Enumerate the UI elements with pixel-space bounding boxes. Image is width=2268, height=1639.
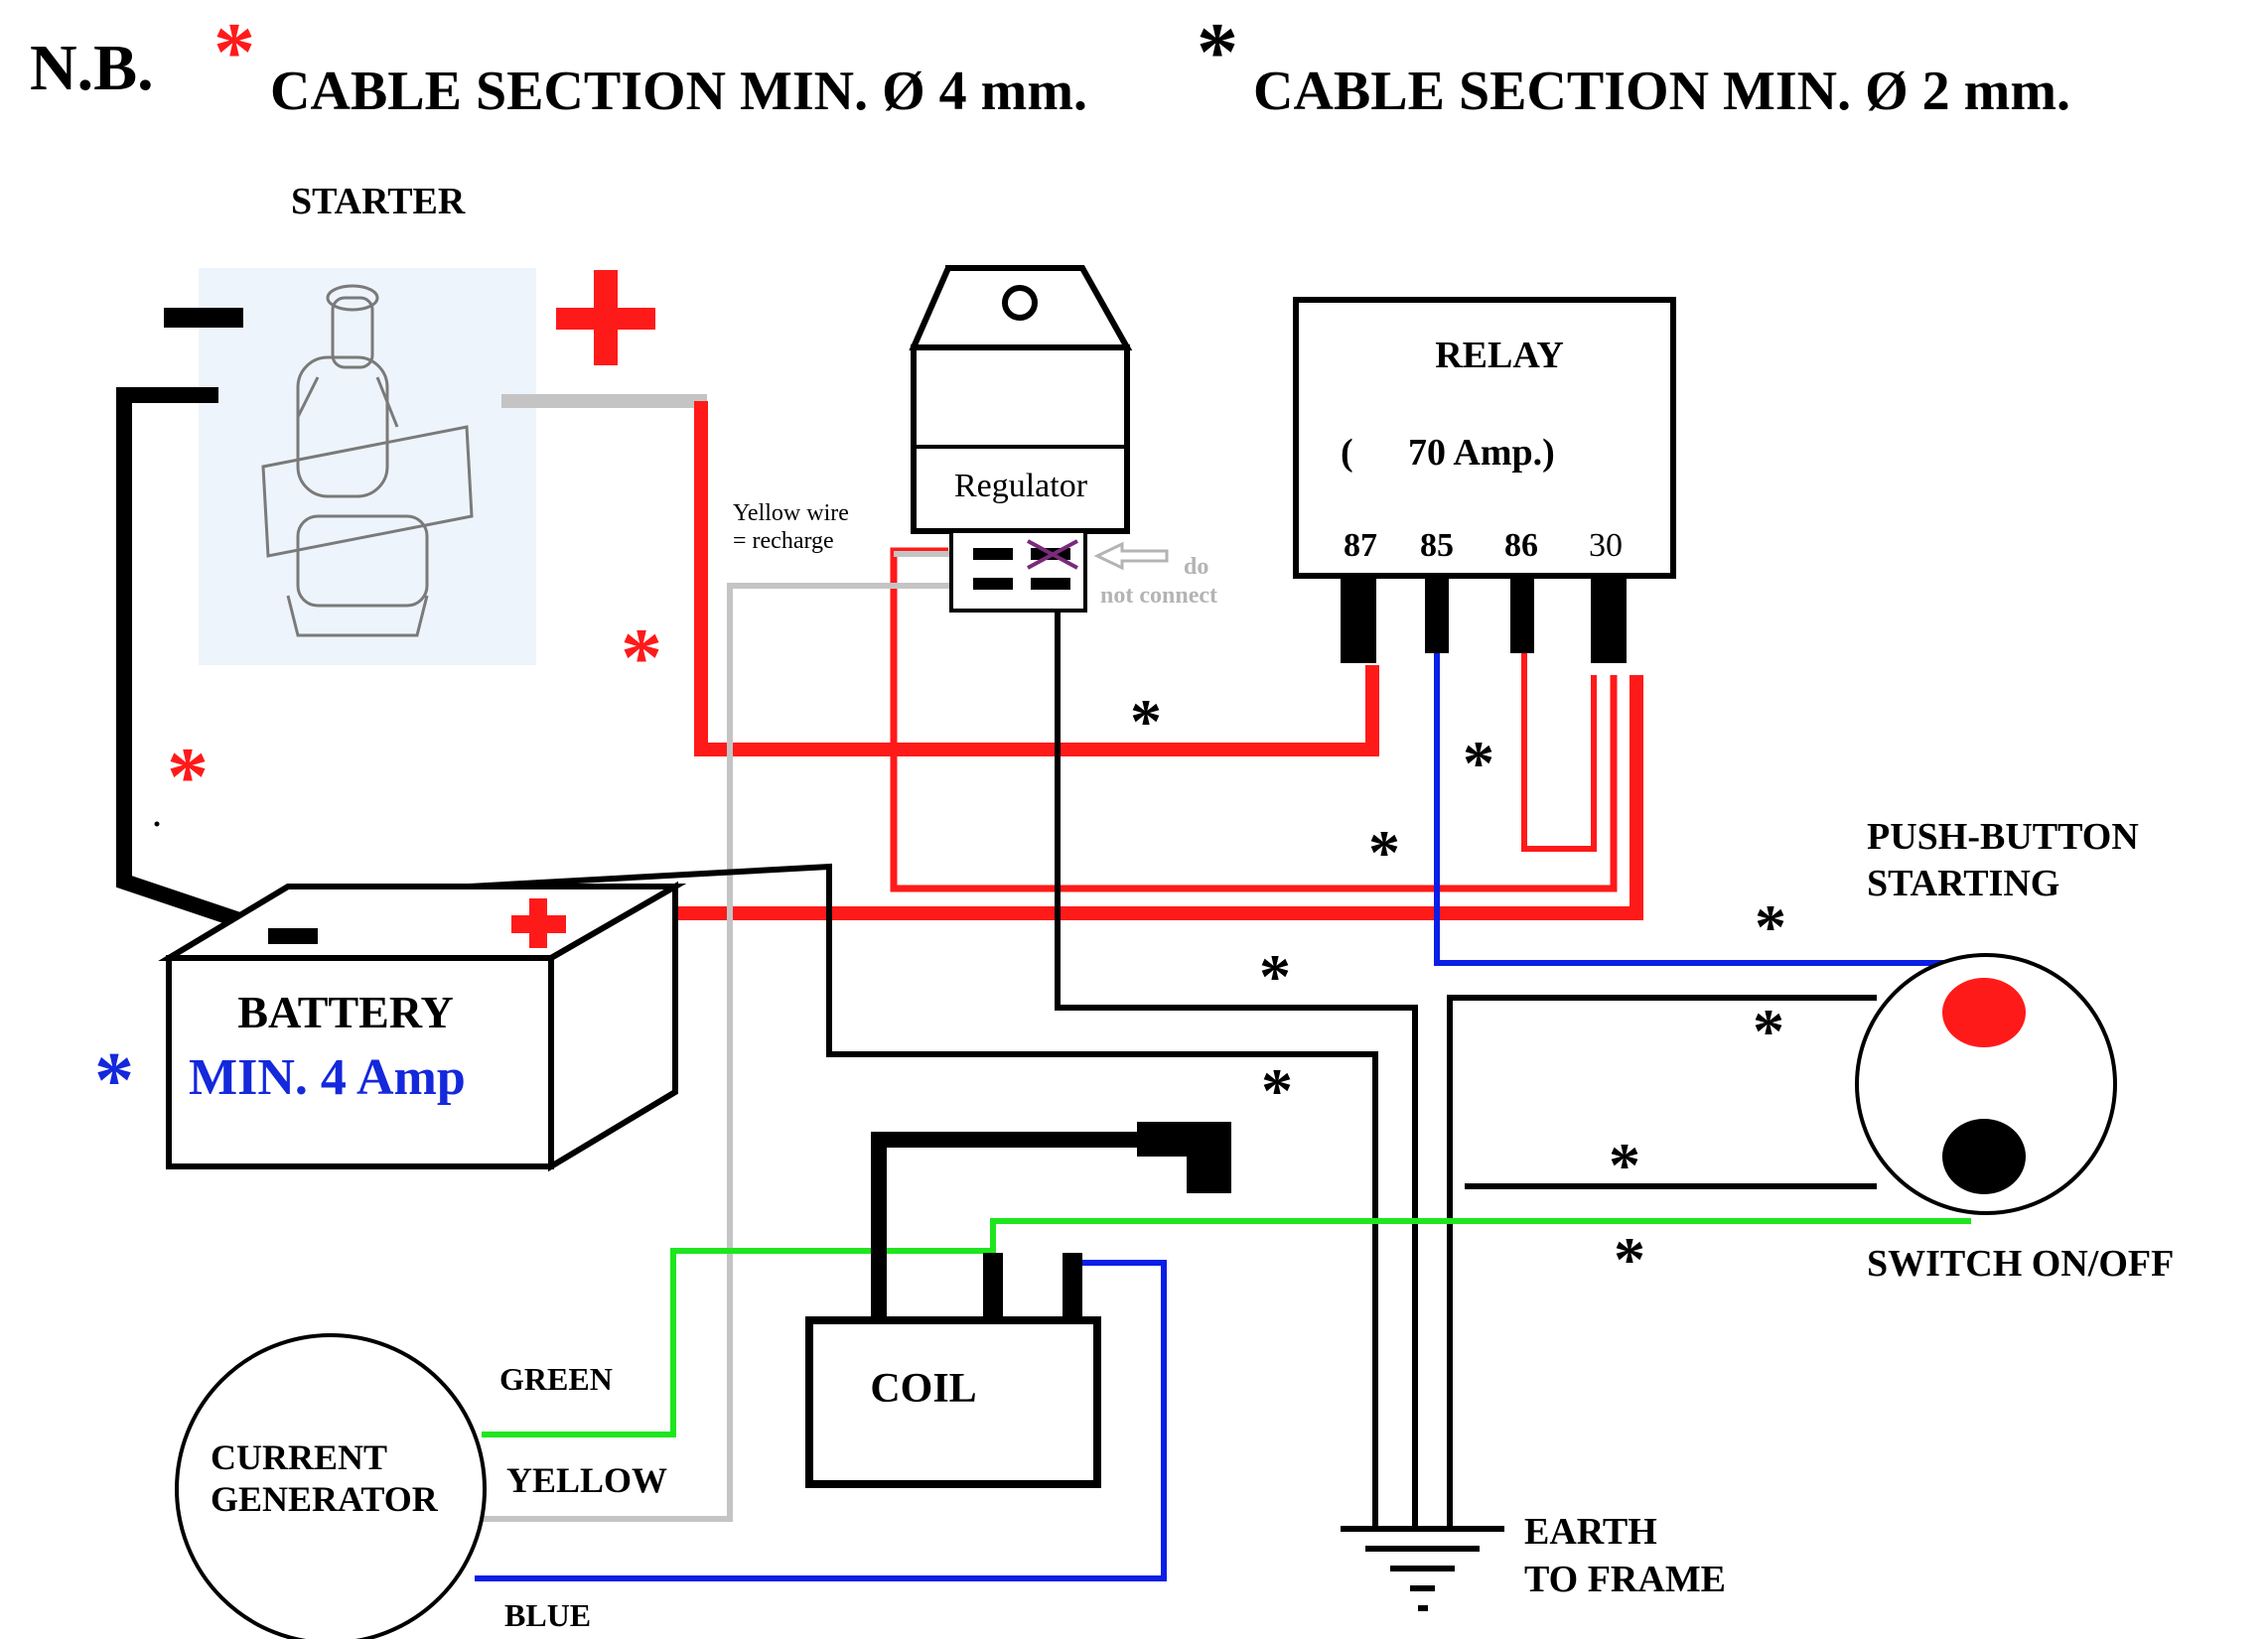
black-asterisk: * (1197, 6, 1238, 98)
do-not-connect-arrow-icon (1093, 541, 1169, 571)
wire-relay-86-loop (1521, 653, 1597, 852)
marker-red-starter-minus: * (167, 731, 209, 823)
relay-pin-87: 87 (1344, 527, 1377, 564)
starter-plus-sign-v (594, 270, 618, 365)
relay-rating-open: ( (1341, 432, 1353, 474)
push-button-line1: PUSH-BUTTON (1867, 816, 2139, 858)
wire-label-green: GREEN (499, 1361, 613, 1397)
regulator-body (911, 344, 1130, 534)
wire-label-blue: BLUE (504, 1597, 591, 1633)
regulator-terminal-1 (973, 548, 1013, 560)
battery-plus-terminal-v (529, 898, 547, 948)
yellow-wire-note-2: = recharge (733, 528, 834, 554)
relay-title: RELAY (1435, 335, 1564, 376)
wire-yellow-recharge (482, 583, 963, 1522)
switch-housing (1855, 953, 2117, 1215)
header-note: N.B. * CABLE SECTION MIN. Ø 4 mm. * CABL… (30, 6, 2070, 122)
wire-relay-85-pushbutton (1434, 653, 2001, 966)
relay-pin-85: 85 (1420, 527, 1454, 564)
do-not-connect-2: not connect (1100, 583, 1217, 609)
push-button-red-icon (1942, 978, 2026, 1047)
marker-black-switch-green: * (1614, 1224, 1645, 1295)
wire-regulator-earth (1055, 611, 1418, 1529)
starter: STARTER (164, 181, 655, 665)
wire-starter-relay-87 (694, 401, 1379, 756)
switch-label: SWITCH ON/OFF (1867, 1243, 2174, 1285)
marker-black-30: * (1368, 817, 1400, 888)
wire-generator-green (482, 1218, 1971, 1437)
marker-black-pushbutton-earth: * (1753, 996, 1784, 1066)
coil: COIL (805, 1122, 1231, 1488)
battery-minus-terminal-icon (268, 928, 318, 944)
generator-line2: GENERATOR (211, 1479, 439, 1519)
battery-label: BATTERY (237, 987, 453, 1037)
relay-pin-30: 30 (1589, 527, 1623, 564)
coil-terminal-1 (983, 1253, 1003, 1322)
marker-black-regulator-earth: * (1259, 941, 1291, 1012)
marker-black-battery-earth: * (1261, 1055, 1293, 1126)
marker-red-starter-plus: * (621, 612, 662, 704)
stray-dot (154, 821, 160, 827)
wire-starter-battery-negative (116, 387, 266, 936)
relay-terminal-87 (1341, 576, 1376, 663)
relay-terminal-85 (1425, 576, 1449, 653)
regulator-label: Regulator (954, 468, 1088, 504)
note-black-cable: CABLE SECTION MIN. Ø 2 mm. (1253, 61, 2070, 122)
regulator-terminal-4 (1031, 578, 1070, 590)
coil-label: COIL (870, 1366, 976, 1412)
battery-min-amp: MIN. 4 Amp (189, 1049, 466, 1106)
regulator-terminal-3 (973, 578, 1013, 590)
push-button-switch: PUSH-BUTTON STARTING SWITCH ON/OFF (1855, 816, 2174, 1285)
battery-blue-asterisk: * (94, 1037, 134, 1125)
starter-label: STARTER (291, 181, 466, 222)
regulator-mount-hole (1002, 285, 1038, 321)
coil-spark-cap-icon (1137, 1122, 1231, 1193)
wire-coil-ht-lead (871, 1132, 1192, 1320)
push-button-line2: STARTING (1867, 863, 2059, 904)
relay-rating: 70 Amp.) (1408, 432, 1555, 474)
wire-label-yellow: YELLOW (506, 1460, 667, 1500)
relay-terminal-86 (1510, 576, 1534, 653)
generator-line1: CURRENT (211, 1437, 387, 1477)
battery: BATTERY MIN. 4 Amp * (94, 881, 687, 1172)
wire-battery-relay-30 (606, 675, 1643, 920)
wire-pushbutton-earth (1447, 995, 1877, 1529)
regulator-connector (949, 529, 1087, 613)
earth-line1: EARTH (1524, 1511, 1657, 1553)
wire-battery-earth (396, 863, 1378, 1529)
red-asterisk: * (213, 6, 255, 98)
switch-black-icon (1942, 1119, 2026, 1194)
wire-generator-blue (475, 1260, 1167, 1581)
marker-black-pushbutton-blue: * (1755, 891, 1786, 962)
note-red-cable: CABLE SECTION MIN. Ø 4 mm. (270, 61, 1087, 122)
earth (1341, 1526, 1504, 1611)
earth-line2: TO FRAME (1524, 1559, 1726, 1600)
current-generator: CURRENT GENERATOR GREEN YELLOW BLUE (175, 1333, 667, 1639)
section-markers: * * * * * * * * * * * (167, 612, 1786, 1295)
relay-pin-86: 86 (1504, 527, 1538, 564)
yellow-wire-note-1: Yellow wire (733, 500, 849, 526)
starter-image-bg (199, 268, 536, 665)
starter-motor-icon (261, 284, 474, 637)
nb-label: N.B. (30, 32, 154, 104)
relay-terminal-30 (1591, 576, 1627, 663)
marker-black-87: * (1130, 686, 1162, 756)
generator-body (175, 1333, 487, 1639)
coil-terminal-2 (1063, 1253, 1082, 1322)
relay-body (1293, 297, 1676, 579)
marker-black-switch-earth: * (1609, 1130, 1640, 1200)
marker-black-85: * (1463, 728, 1494, 798)
regulator: Regulator Yellow wire = recharge do not … (733, 265, 1217, 613)
relay: RELAY ( 70 Amp.) 87 85 86 30 (1293, 297, 1676, 663)
starter-minus-sign (164, 308, 243, 328)
coil-body (805, 1316, 1101, 1488)
battery-front (166, 955, 554, 1169)
do-not-connect-1: do (1184, 554, 1208, 580)
